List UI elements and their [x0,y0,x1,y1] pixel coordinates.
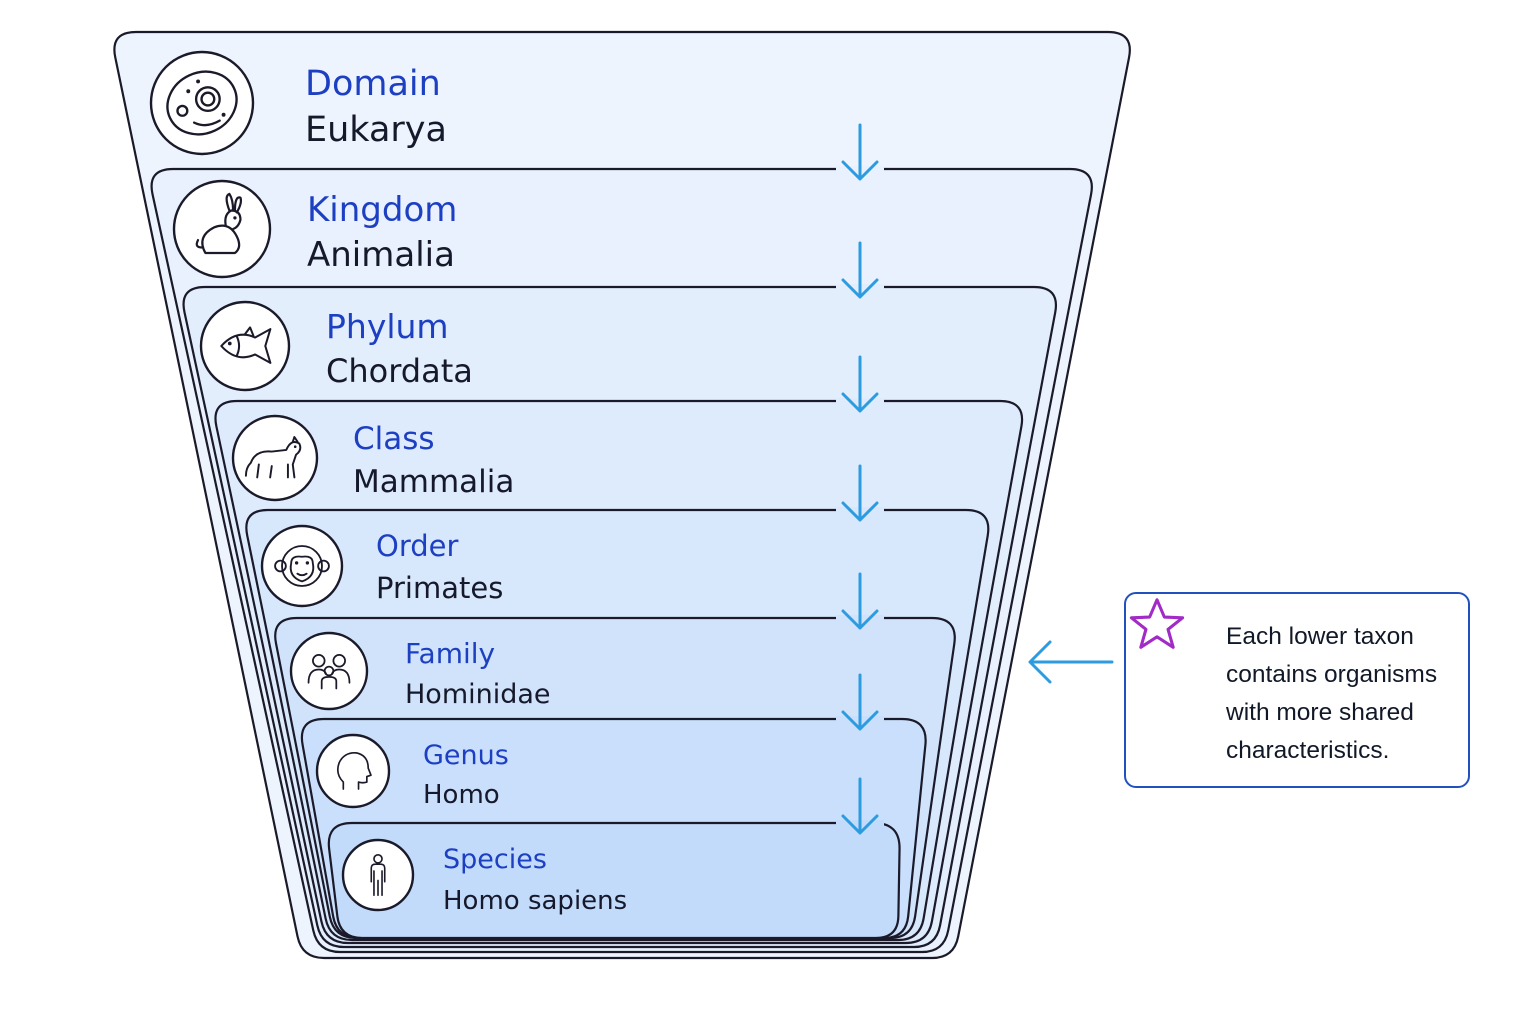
down-arrow-icon [841,241,879,299]
note-text: Each lower taxon contains organisms with… [1226,623,1438,764]
down-arrow-icon [841,777,879,835]
rabbit-icon [172,179,272,279]
down-arrow-icon [841,464,879,522]
family-icon [289,631,369,711]
taxon-card-outline [327,821,901,940]
person-icon [341,838,415,912]
down-arrow-icon [841,673,879,731]
rank-label: Order [376,529,458,563]
mammal-icon [231,414,319,502]
down-arrow-icon [841,123,879,181]
taxon-name: Homo [423,780,500,810]
rank-label: Kingdom [307,190,457,230]
rank-label: Species [443,844,547,875]
monkey-icon [260,524,344,608]
down-arrow-icon [841,572,879,630]
human-head-icon [315,733,391,809]
taxon-name: Chordata [326,352,473,390]
taxon-name: Mammalia [353,464,514,500]
taxon-name: Animalia [307,235,455,275]
taxon-name: Hominidae [405,679,551,710]
rank-label: Genus [423,740,509,771]
cell-icon [149,50,255,156]
rank-label: Phylum [326,307,449,346]
taxon-name: Primates [376,571,503,605]
down-arrow-icon [841,355,879,413]
rank-label: Class [353,421,435,457]
down-arrows [836,123,884,835]
rank-label: Family [405,637,495,670]
taxon-name: Eukarya [305,110,447,150]
left-arrow-icon [1028,640,1114,684]
star-icon [1129,598,1185,649]
fish-icon [199,300,291,392]
note-box: Each lower taxon contains organisms with… [1124,592,1470,788]
rank-label: Domain [305,64,441,104]
taxon-name: Homo sapiens [443,886,627,916]
